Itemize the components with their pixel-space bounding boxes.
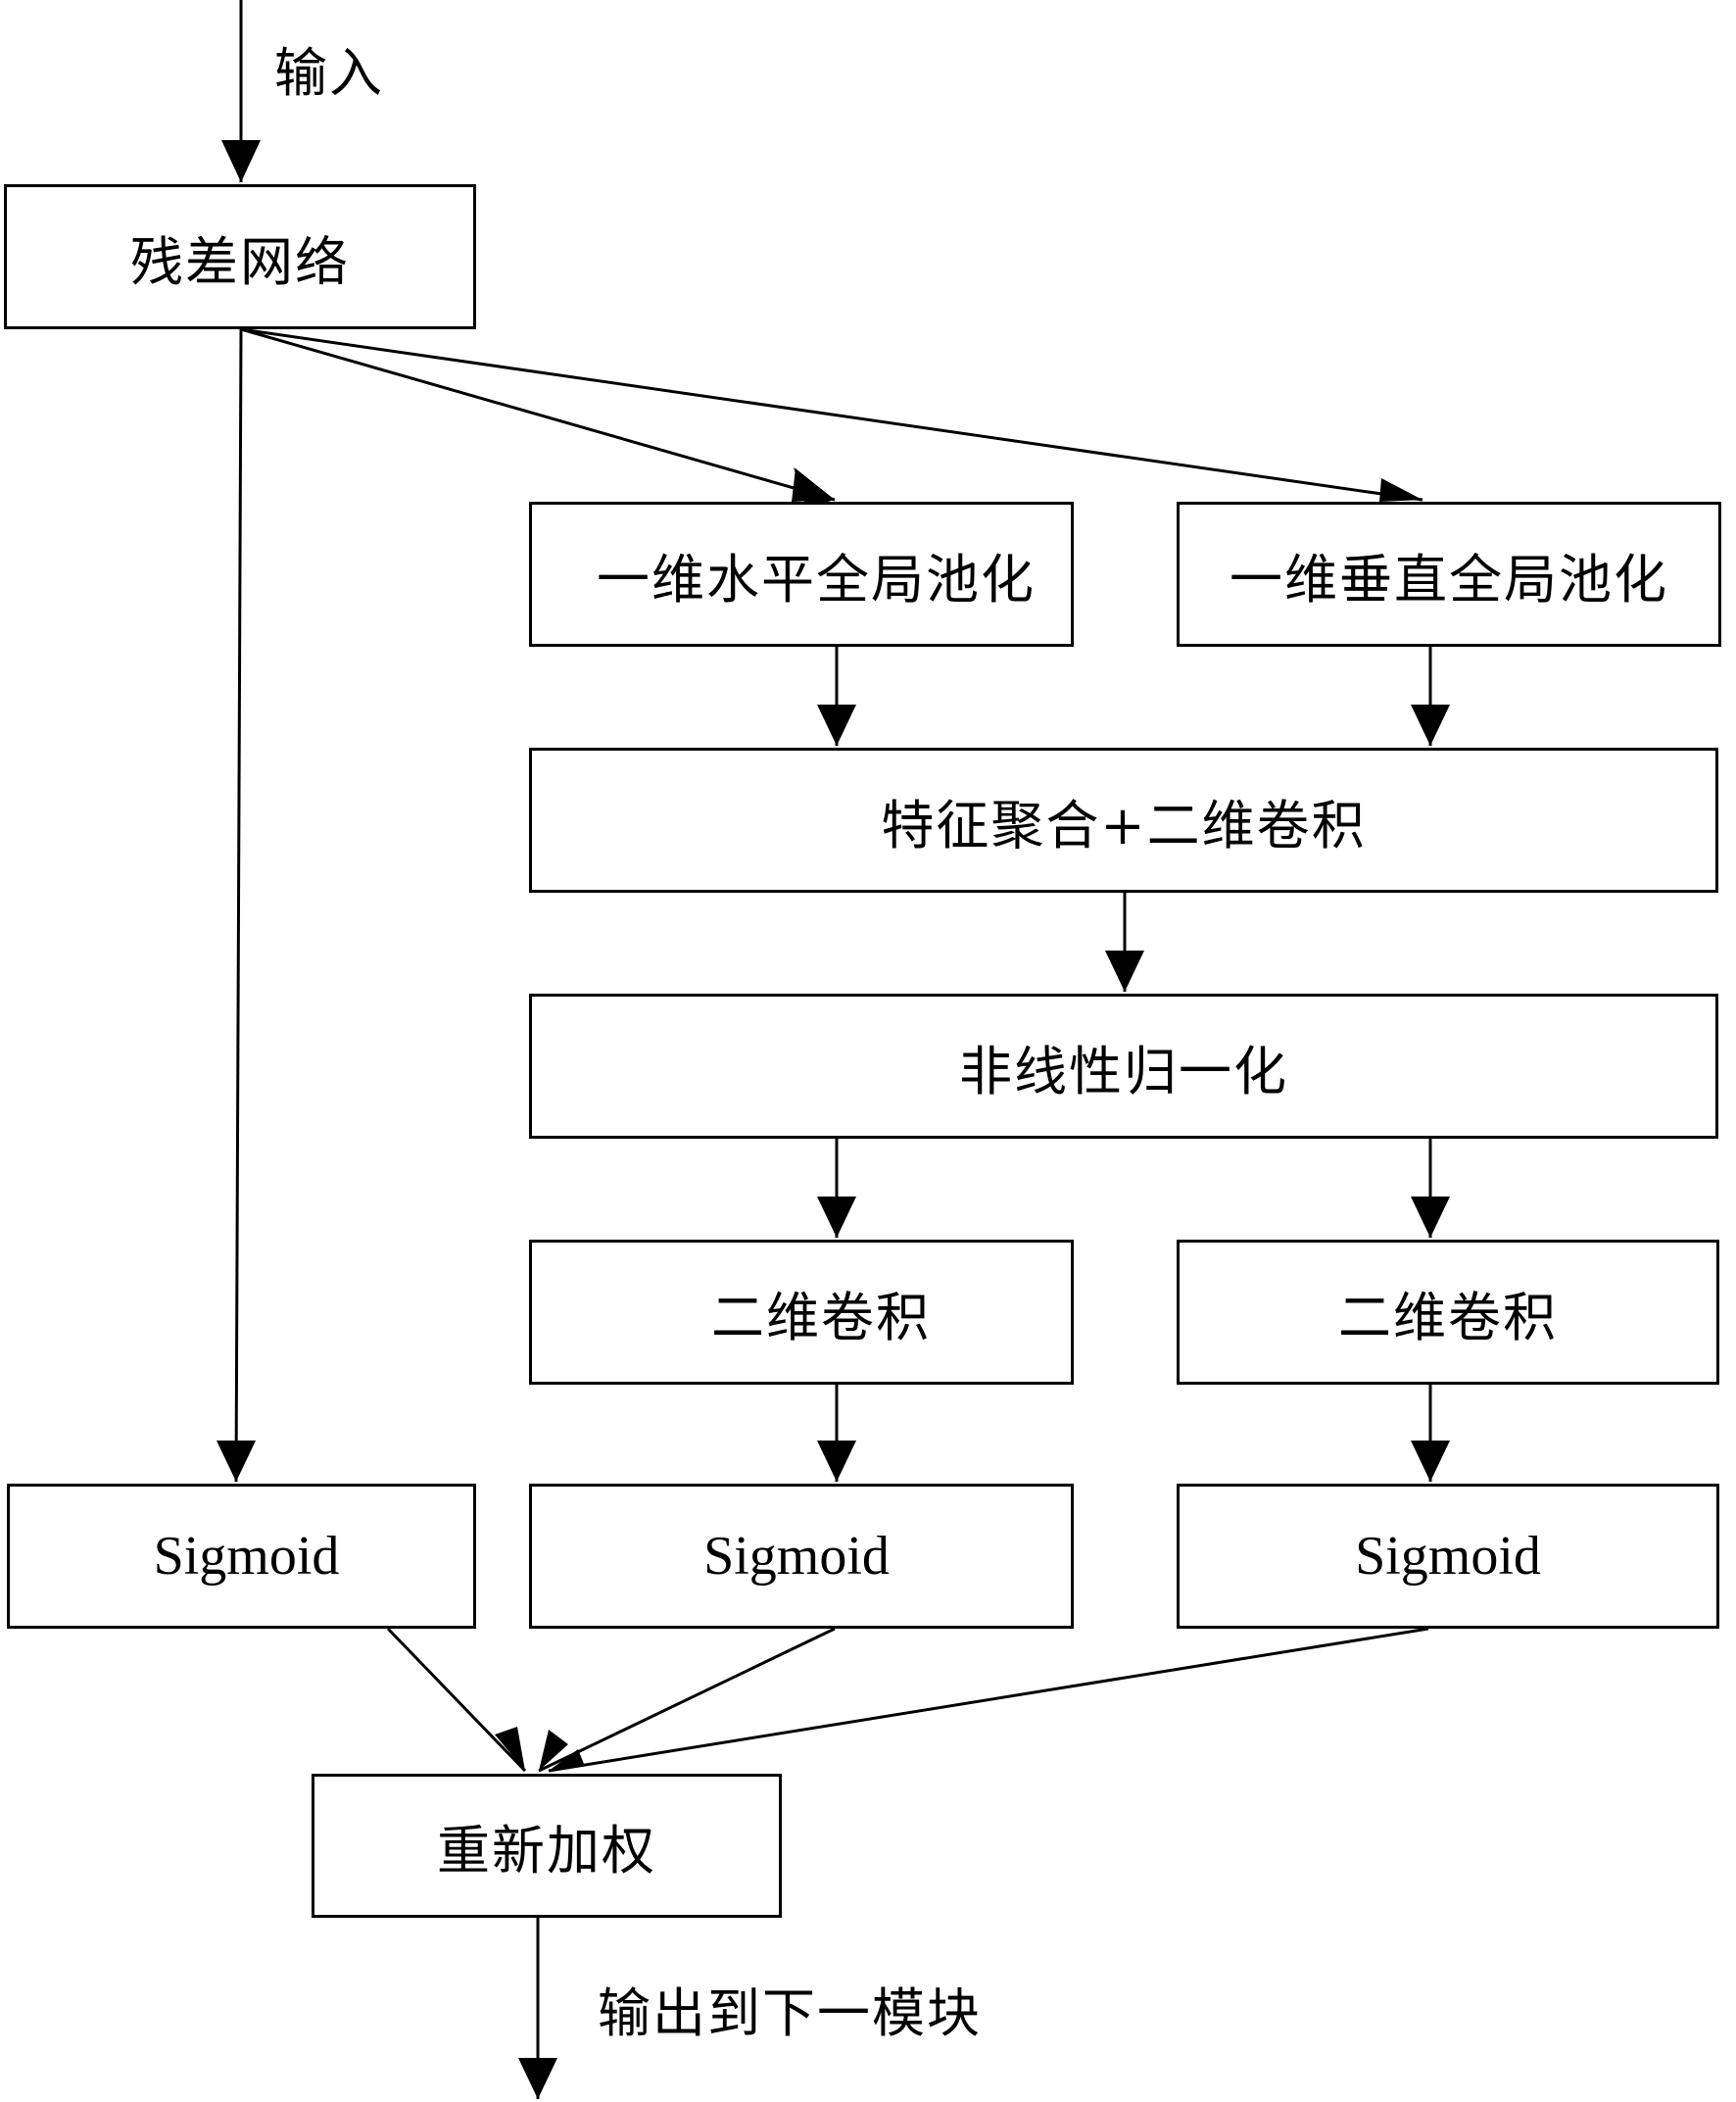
arrowhead-icon xyxy=(1411,1197,1450,1238)
node-label: Sigmoid xyxy=(703,1526,890,1587)
arrowhead-icon xyxy=(221,140,261,182)
arrow-residual-to-vpool xyxy=(240,327,1423,502)
node-label: 二维卷积 xyxy=(1338,1286,1558,1348)
node-residual-network[interactable]: 残差网络 xyxy=(4,184,476,329)
node-conv-left[interactable]: 二维卷积 xyxy=(529,1240,1074,1385)
arrowhead-icon xyxy=(1411,1441,1450,1482)
node-label: 二维卷积 xyxy=(711,1286,931,1348)
arrow-sigmoid-right-to-reweight xyxy=(548,1627,1429,1773)
arrow-sigmoid-skip-to-reweight xyxy=(386,1627,527,1773)
arrowhead-icon xyxy=(539,1730,568,1771)
arrowhead-icon xyxy=(518,2058,557,2099)
node-horizontal-global-pooling[interactable]: 一维水平全局池化 xyxy=(529,502,1074,647)
arrowhead-icon xyxy=(792,468,835,502)
arrowhead-icon xyxy=(217,1441,256,1482)
node-label: 残差网络 xyxy=(130,230,350,293)
arrowhead-icon xyxy=(817,1197,856,1238)
node-sigmoid-skip[interactable]: Sigmoid xyxy=(7,1484,476,1629)
node-label: 非线性归一化 xyxy=(959,1040,1288,1102)
node-label: 一维垂直全局池化 xyxy=(1230,548,1668,611)
node-label: Sigmoid xyxy=(1355,1526,1541,1587)
arrowhead-icon xyxy=(549,1749,584,1771)
node-sigmoid-left[interactable]: Sigmoid xyxy=(529,1484,1074,1629)
output-label: 输出到下一模块 xyxy=(598,1982,982,2044)
node-label: Sigmoid xyxy=(153,1526,340,1587)
arrowhead-icon xyxy=(1411,705,1450,746)
arrowhead-icon xyxy=(817,1441,856,1482)
node-label: 特征聚合+二维卷积 xyxy=(881,794,1367,856)
arrow-residual-to-hpool xyxy=(240,327,836,502)
node-vertical-global-pooling[interactable]: 一维垂直全局池化 xyxy=(1177,502,1721,647)
node-label: 重新加权 xyxy=(437,1820,656,1882)
arrowhead-icon xyxy=(495,1727,525,1771)
arrowhead-icon xyxy=(1105,951,1144,992)
input-label: 输入 xyxy=(274,42,384,104)
arrowhead-icon xyxy=(817,705,856,746)
node-reweight[interactable]: 重新加权 xyxy=(312,1774,782,1918)
arrow-residual-to-sigmoid-skip xyxy=(234,328,243,1483)
node-nonlinear-normalization[interactable]: 非线性归一化 xyxy=(529,994,1718,1139)
arrow-sigmoid-left-to-reweight xyxy=(538,1627,836,1773)
node-feature-concat-conv[interactable]: 特征聚合+二维卷积 xyxy=(529,748,1718,893)
node-conv-right[interactable]: 二维卷积 xyxy=(1177,1240,1719,1385)
arrowhead-icon xyxy=(1379,478,1423,502)
node-label: 一维水平全局池化 xyxy=(597,548,1036,611)
node-sigmoid-right[interactable]: Sigmoid xyxy=(1177,1484,1719,1629)
